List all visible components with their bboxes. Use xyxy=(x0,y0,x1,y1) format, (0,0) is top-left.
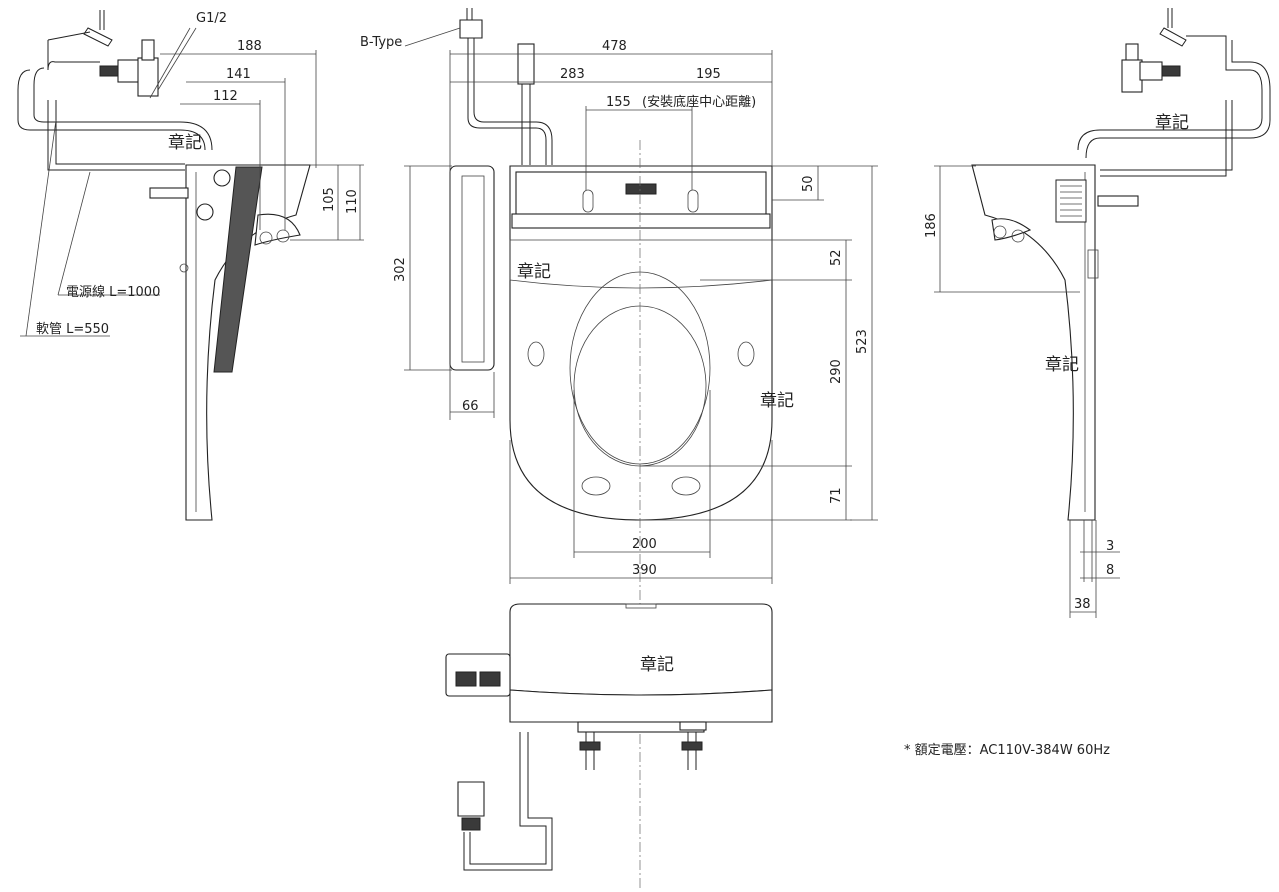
spec-note: * 額定電壓：AC110V-384W 60Hz xyxy=(904,743,1110,758)
dim-66: 66 xyxy=(462,399,479,414)
dim-71: 71 xyxy=(829,487,844,504)
dim-283: 283 xyxy=(560,67,585,82)
dim-478: 478 xyxy=(602,39,627,54)
dim-155: 155 xyxy=(606,95,631,110)
dim-3: 3 xyxy=(1106,539,1114,554)
dim-188: 188 xyxy=(237,39,262,54)
rear-view xyxy=(445,603,773,871)
dim-141: 141 xyxy=(226,67,251,82)
dim-200: 200 xyxy=(632,537,657,552)
rear-seal-label: 章記 xyxy=(640,655,674,675)
thread-label: G1/2 xyxy=(196,11,227,26)
plug-type-label: B-Type xyxy=(360,35,402,50)
dim-38: 38 xyxy=(1074,597,1091,612)
dim-105: 105 xyxy=(322,187,337,212)
dim-290: 290 xyxy=(829,359,844,384)
left-seal-label: 章記 xyxy=(168,133,202,153)
dim-112: 112 xyxy=(213,89,238,104)
dim-186: 186 xyxy=(924,213,939,238)
dim-8: 8 xyxy=(1106,563,1114,578)
right-side-view xyxy=(934,8,1271,618)
dim-302: 302 xyxy=(393,257,408,282)
power-cord-label: 電源線 L=1000 xyxy=(66,284,160,300)
dim-50: 50 xyxy=(801,175,816,192)
top-seal-label-1: 章記 xyxy=(517,262,551,282)
dim-523: 523 xyxy=(855,329,870,354)
left-side-view xyxy=(17,10,364,521)
top-view xyxy=(404,8,878,890)
dim-195: 195 xyxy=(696,67,721,82)
dim-390: 390 xyxy=(632,563,657,578)
mount-note: (安裝底座中心距離) xyxy=(642,94,756,110)
right-seal-label-1: 章記 xyxy=(1155,113,1189,133)
dim-110: 110 xyxy=(345,189,360,214)
right-seal-label-2: 章記 xyxy=(1045,355,1079,375)
hose-label: 軟管 L=550 xyxy=(36,321,109,337)
top-seal-label-2: 章記 xyxy=(760,391,794,411)
vent-slots xyxy=(1060,185,1082,217)
dim-52: 52 xyxy=(829,249,844,266)
